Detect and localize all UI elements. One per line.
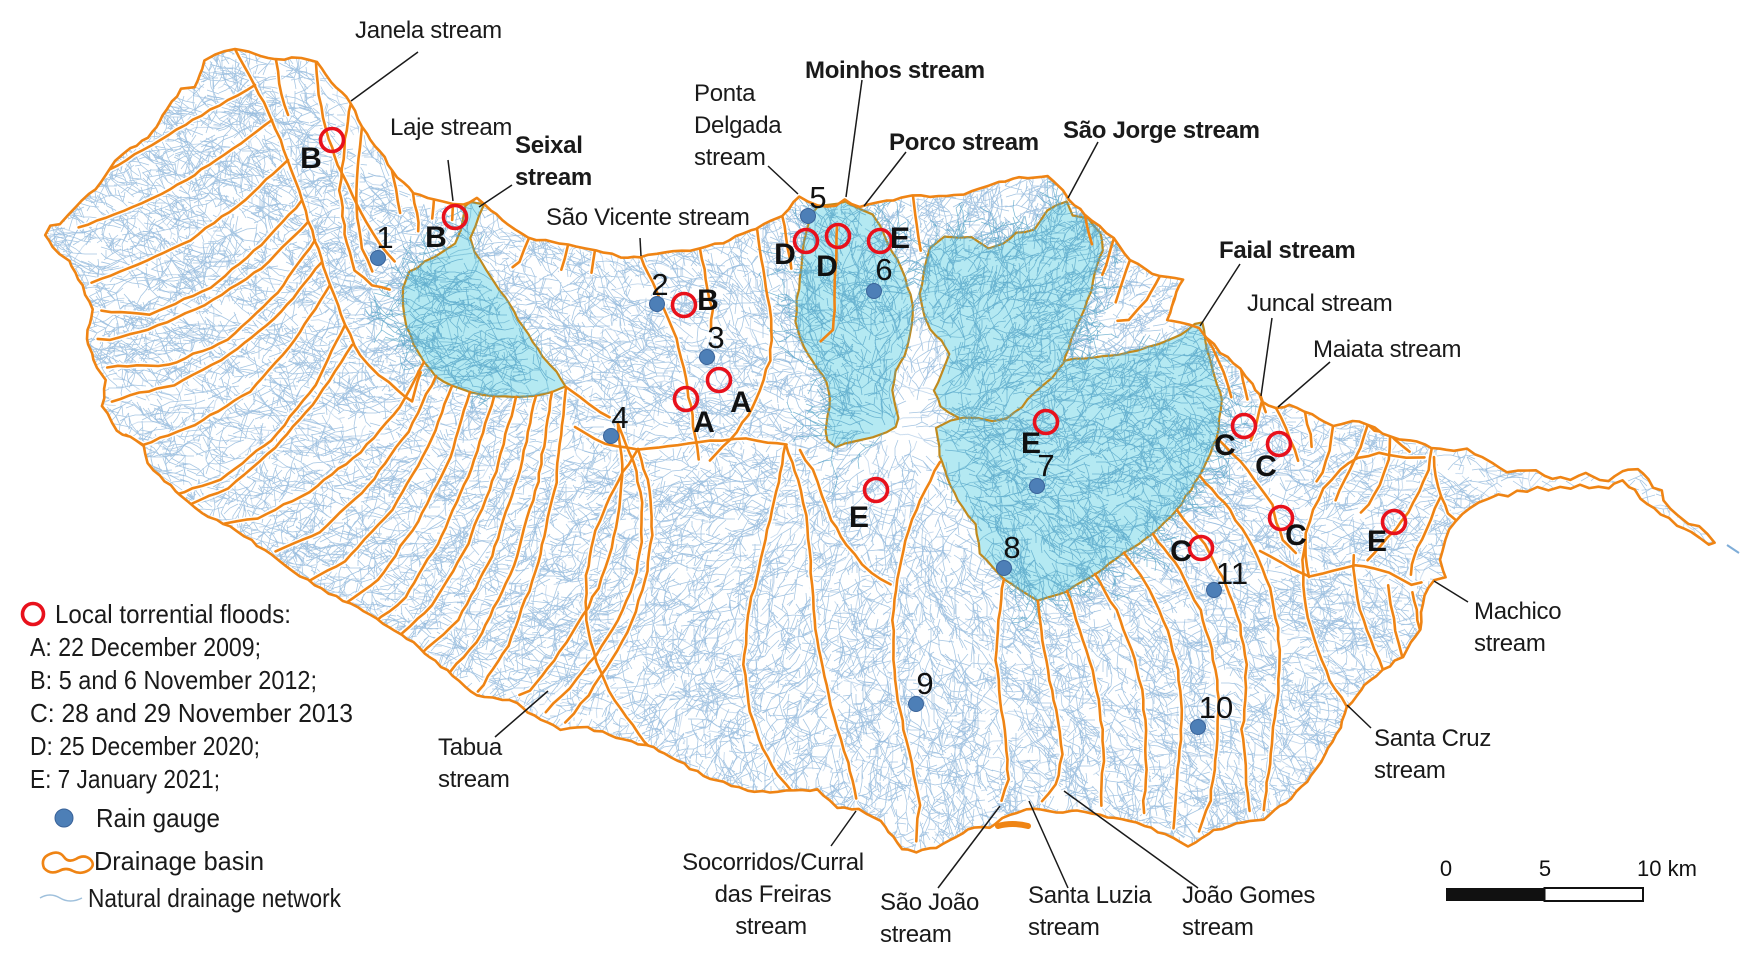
svg-text:A: A	[730, 386, 752, 419]
svg-text:B: B	[697, 284, 719, 317]
svg-text:8: 8	[1003, 530, 1020, 565]
svg-text:Seixal: Seixal	[515, 132, 583, 159]
svg-text:Santa Cruz: Santa Cruz	[1374, 725, 1491, 752]
svg-text:A: 22 December 2009;: A: 22 December 2009;	[30, 632, 261, 662]
svg-text:Natural drainage network: Natural drainage network	[88, 883, 342, 913]
svg-text:stream: stream	[880, 921, 952, 948]
svg-text:D: D	[816, 250, 838, 283]
svg-text:0: 0	[1440, 856, 1452, 881]
svg-text:Maiata stream: Maiata stream	[1313, 336, 1461, 363]
svg-text:Socorridos/Curral: Socorridos/Curral	[682, 849, 864, 876]
svg-text:E: 7 January 2021;: E: 7 January 2021;	[30, 764, 220, 794]
svg-text:6: 6	[875, 252, 892, 287]
svg-text:Ponta: Ponta	[694, 80, 756, 107]
svg-text:B: 5 and 6 November 2012;: B: 5 and 6 November 2012;	[30, 665, 317, 695]
svg-text:stream: stream	[1474, 630, 1546, 657]
svg-text:Porco stream: Porco stream	[889, 129, 1039, 156]
svg-text:Machico: Machico	[1474, 598, 1561, 625]
svg-text:Drainage basin: Drainage basin	[94, 846, 264, 876]
svg-text:11: 11	[1216, 556, 1248, 591]
svg-text:5: 5	[1539, 856, 1551, 881]
svg-text:C: C	[1255, 450, 1277, 483]
svg-text:1: 1	[376, 220, 393, 255]
svg-text:C: 28 and 29 November 2013: C: 28 and 29 November 2013	[30, 698, 353, 728]
svg-text:3: 3	[707, 320, 724, 355]
svg-text:5: 5	[809, 180, 826, 215]
svg-text:B: B	[425, 221, 447, 254]
svg-text:C: C	[1285, 519, 1307, 552]
svg-text:B: B	[300, 142, 322, 175]
svg-text:Faial stream: Faial stream	[1219, 237, 1355, 264]
svg-text:Janela stream: Janela stream	[355, 17, 502, 44]
svg-text:C: C	[1214, 429, 1236, 462]
svg-text:stream: stream	[1374, 757, 1446, 784]
svg-text:Juncal stream: Juncal stream	[1247, 290, 1393, 317]
svg-text:stream: stream	[438, 766, 510, 793]
svg-text:E: E	[1367, 525, 1387, 558]
svg-text:10 km: 10 km	[1637, 856, 1697, 881]
svg-text:10: 10	[1199, 690, 1233, 725]
svg-text:D: D	[774, 238, 796, 271]
svg-text:São João: São João	[880, 889, 979, 916]
svg-text:4: 4	[611, 400, 628, 435]
svg-text:E: E	[1021, 427, 1041, 460]
svg-text:Local torrential floods:: Local torrential floods:	[55, 599, 291, 629]
svg-text:João Gomes: João Gomes	[1182, 882, 1315, 909]
svg-text:C: C	[1170, 535, 1192, 568]
svg-text:7: 7	[1037, 448, 1054, 483]
svg-text:stream: stream	[1028, 914, 1100, 941]
svg-text:Rain gauge: Rain gauge	[96, 803, 220, 833]
svg-text:E: E	[849, 501, 869, 534]
svg-text:A: A	[693, 406, 715, 439]
svg-text:das Freiras: das Freiras	[715, 881, 832, 908]
svg-text:E: E	[890, 222, 910, 255]
svg-text:Santa Luzia: Santa Luzia	[1028, 882, 1152, 909]
svg-text:stream: stream	[735, 913, 807, 940]
svg-text:Tabua: Tabua	[438, 734, 503, 761]
svg-text:Moinhos stream: Moinhos stream	[805, 57, 985, 84]
svg-text:stream: stream	[694, 144, 766, 171]
svg-text:stream: stream	[1182, 914, 1254, 941]
svg-text:9: 9	[916, 666, 933, 701]
svg-text:São Vicente stream: São Vicente stream	[546, 204, 750, 231]
svg-text:stream: stream	[515, 164, 592, 191]
svg-text:Laje stream: Laje stream	[390, 114, 512, 141]
svg-text:São Jorge stream: São Jorge stream	[1063, 117, 1260, 144]
svg-text:D: 25 December 2020;: D: 25 December 2020;	[30, 731, 260, 761]
svg-text:2: 2	[651, 267, 668, 302]
svg-text:Delgada: Delgada	[694, 112, 782, 139]
